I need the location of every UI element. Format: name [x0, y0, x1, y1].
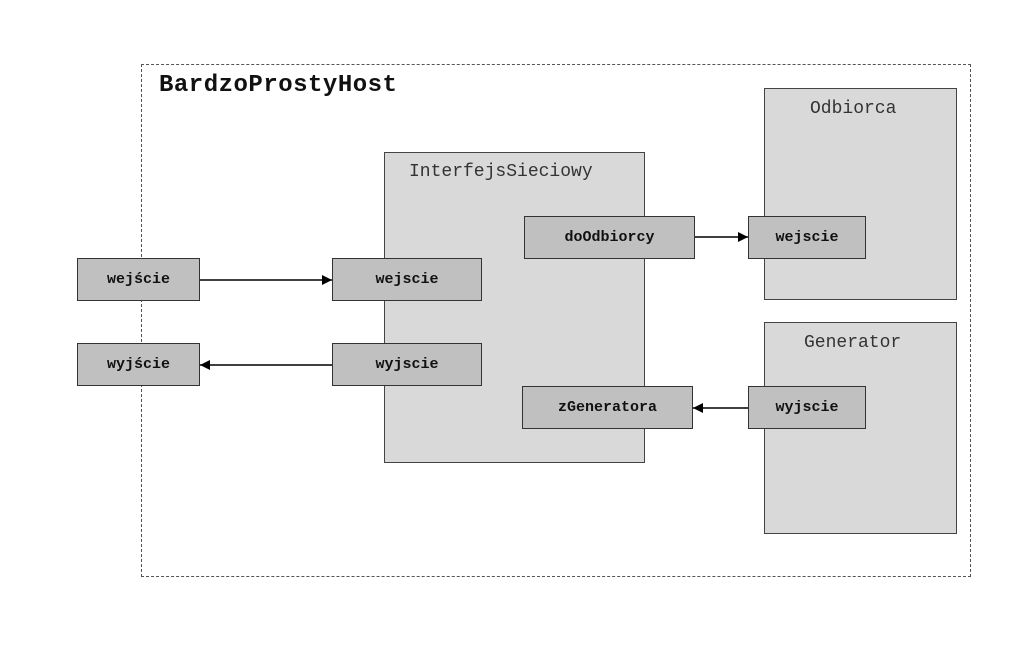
- external-output-port[interactable]: wyjście: [77, 343, 200, 386]
- interface-output-port[interactable]: wyjscie: [332, 343, 482, 386]
- host-title: BardzoProstyHost: [159, 72, 398, 99]
- host-container: [141, 64, 971, 577]
- receiver-input-port[interactable]: wejscie: [748, 216, 866, 259]
- interface-module-title: InterfejsSieciowy: [409, 162, 593, 182]
- generator-output-port[interactable]: wyjscie: [748, 386, 866, 429]
- generator-module-title: Generator: [804, 333, 902, 353]
- receiver-module-title: Odbiorca: [810, 99, 897, 119]
- external-input-port[interactable]: wejście: [77, 258, 200, 301]
- interface-from-generator-port[interactable]: zGeneratora: [522, 386, 693, 429]
- interface-input-port[interactable]: wejscie: [332, 258, 482, 301]
- receiver-module[interactable]: [764, 88, 957, 300]
- interface-to-receiver-port[interactable]: doOdbiorcy: [524, 216, 695, 259]
